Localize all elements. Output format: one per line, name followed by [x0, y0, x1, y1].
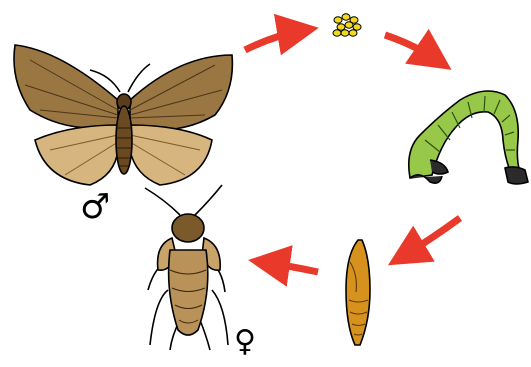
flightless-female-moth-icon	[145, 185, 228, 350]
egg-cluster-icon	[333, 14, 361, 36]
male-symbol: ♂	[79, 189, 111, 224]
pupa-icon	[346, 240, 370, 345]
arrow-pupa-to-female	[262, 262, 318, 272]
arrow-male-to-eggs	[245, 30, 305, 50]
caterpillar-icon	[409, 91, 528, 184]
arrow-eggs-to-larva	[385, 35, 440, 62]
arrow-larva-to-pupa	[400, 218, 460, 258]
female-symbol: ♀	[234, 327, 256, 357]
moth-icon	[14, 45, 232, 185]
